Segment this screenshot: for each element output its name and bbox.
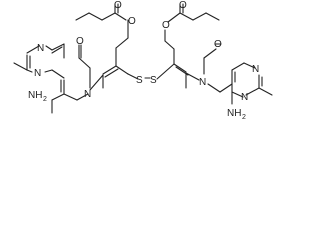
left-carbonyl-oxygen: O [114, 0, 122, 11]
left-butanoate-chain [75, 3, 129, 67]
left-core [76, 44, 129, 101]
right-ester-oxygen: O [162, 20, 170, 31]
left-amine-label: NH [28, 90, 42, 101]
right-formyl-oxygen: O [214, 39, 222, 50]
right-butanoate-chain [164, 3, 220, 65]
right-amino-group: NH 2 [227, 108, 246, 121]
left-formyl-oxygen: O [76, 36, 84, 47]
left-ester-oxygen: O [128, 16, 136, 27]
left-amine-subscript: 2 [43, 96, 47, 103]
disulfide-bridge [127, 63, 175, 80]
chemical-structure-canvas: O O O O O O N N S S N N N N NH 2 NH 2 [0, 0, 294, 127]
left-amino-group: NH 2 [28, 90, 47, 103]
left-sulfur: S [136, 75, 143, 86]
right-sulfur: S [150, 75, 157, 86]
right-ring-nitrogen-bottom: N [241, 92, 248, 103]
right-amine-subscript: 2 [242, 114, 246, 121]
left-ring-nitrogen-bottom: N [34, 68, 41, 79]
right-pyrimidine-ring [219, 62, 273, 105]
right-amide-nitrogen: N [199, 77, 206, 88]
right-ring-nitrogen-top: N [252, 64, 259, 75]
molecule-drawing: O O O O O O N N S S N N N N NH 2 NH 2 [13, 0, 273, 121]
left-ring-nitrogen-top: N [37, 43, 44, 54]
right-carbonyl-oxygen: O [179, 0, 187, 11]
left-pyrimidine-ring [13, 43, 78, 114]
left-amide-nitrogen: N [84, 89, 91, 100]
right-amine-label: NH [227, 108, 241, 119]
right-core [173, 43, 222, 93]
